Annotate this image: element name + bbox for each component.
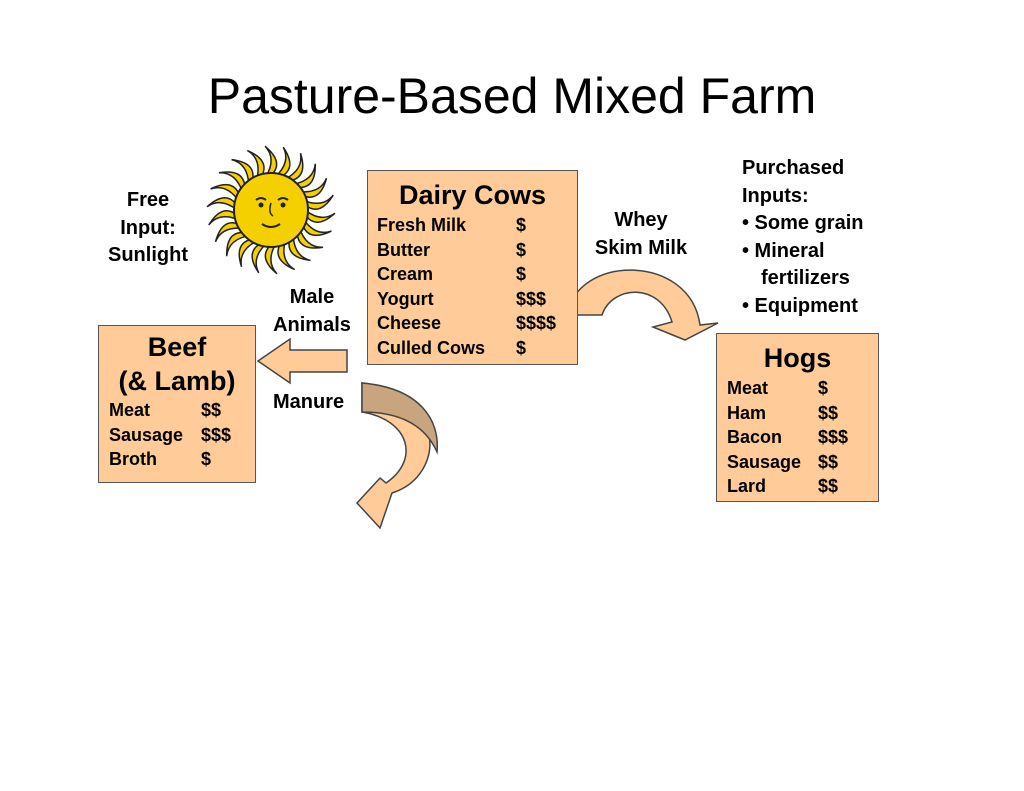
male-animals-arrow: [256, 337, 348, 385]
sun-icon: [206, 145, 336, 275]
table-row: Meat $$: [109, 398, 255, 423]
table-row: Fresh Milk $: [377, 213, 577, 238]
table-row: Culled Cows $: [377, 336, 577, 361]
table-row: Lard $$: [727, 474, 878, 499]
male-animals-label: Male Animals: [262, 284, 362, 339]
label-line: Whey: [614, 209, 668, 231]
table-row: Sausage $$$: [109, 423, 255, 448]
label-line: Sunlight: [108, 244, 188, 266]
item-value: $$$$: [516, 313, 557, 334]
label-line: Male: [289, 286, 335, 308]
item-name: Cheese: [377, 313, 442, 334]
item-value: $: [516, 215, 527, 235]
page-title: Pasture-Based Mixed Farm: [207, 68, 817, 124]
purchased-inputs: Purchased Inputs: • Some grain • Mineral…: [742, 155, 886, 321]
item-value: $$$: [818, 427, 849, 448]
label-line: Skim Milk: [594, 236, 688, 259]
table-row: Cream $: [377, 262, 577, 287]
whey-arrow: [567, 269, 719, 341]
item-name: Yogurt: [377, 288, 434, 309]
label-line: Input:: [120, 216, 176, 239]
item-name: Sausage: [109, 424, 184, 445]
dairy-cows-box: Dairy Cows Fresh Milk$Butter$Cream$Yogur…: [367, 170, 578, 365]
item-value: $$: [201, 400, 222, 420]
label-line: Animals: [273, 313, 351, 336]
item-name: Butter: [377, 239, 430, 260]
manure-label: Manure: [273, 391, 345, 413]
hogs-box: Hogs Meat $ Ham $$ Bacon $$$ Sausage $$ Lard $$: [716, 333, 879, 502]
table-row: Sausage $$: [727, 450, 878, 475]
item-name: Culled Cows: [377, 337, 486, 358]
item-name: Sausage: [727, 451, 802, 472]
beef-box: Beef (& Lamb) Meat $$ Sausage $$$ Broth $: [98, 325, 256, 483]
item-value: $$: [818, 451, 839, 472]
box-title: Hogs: [763, 343, 832, 373]
label-line: Free: [126, 189, 170, 211]
list-item: • Some grain: [742, 212, 864, 235]
item-name: Meat: [727, 378, 769, 398]
item-value: $$$: [516, 288, 547, 309]
item-name: Broth: [109, 449, 157, 470]
item-value: $: [516, 337, 527, 358]
whey-label: Whey Skim Milk: [580, 207, 702, 262]
heading-line: Purchased: [742, 157, 845, 179]
box-title: Dairy Cows: [398, 180, 547, 210]
box-title: (& Lamb): [118, 366, 236, 396]
item-value: $: [201, 449, 212, 470]
table-row: Broth $: [109, 447, 255, 472]
table-row: Meat $: [727, 376, 878, 401]
item-name: Cream: [377, 264, 434, 285]
item-name: Meat: [109, 400, 151, 420]
item-name: Lard: [727, 476, 767, 497]
item-name: Bacon: [727, 427, 783, 448]
table-row: Yogurt $$$: [377, 287, 577, 312]
item-value: $$: [818, 402, 839, 423]
box-title: Beef: [147, 332, 207, 362]
item-value: $$: [818, 476, 839, 497]
item-value: $: [818, 378, 829, 398]
table-row: Ham $$: [727, 401, 878, 426]
table-row: Cheese $$$$: [377, 311, 577, 336]
item-value: $: [516, 239, 527, 260]
item-value: $$$: [201, 424, 232, 445]
table-row: Butter $: [377, 238, 577, 263]
free-input-label: Free Input: Sunlight: [95, 187, 201, 270]
heading-line: Inputs:: [742, 184, 809, 207]
list-item: • Equipment: [742, 294, 858, 317]
table-row: Bacon $$$: [727, 425, 878, 450]
item-value: $: [516, 264, 527, 285]
item-name: Fresh Milk: [377, 215, 467, 235]
item-name: Ham: [727, 402, 767, 423]
list-item: • Mineral fertilizers: [742, 239, 850, 290]
manure-arrow-back: [361, 382, 439, 455]
